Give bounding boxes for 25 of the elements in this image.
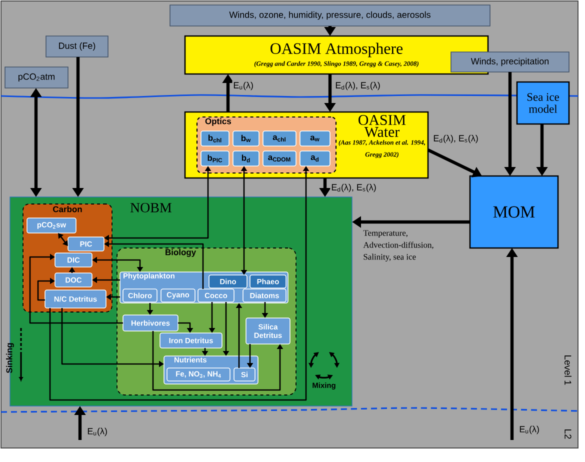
arrow	[58, 233, 68, 246]
model-box: MOM	[469, 175, 559, 249]
edge-label: E$_{u}$(λ)	[232, 80, 254, 92]
parameter-cell: a$_{CDOM}$	[262, 150, 296, 166]
parameter-cell: a$_{chl}$	[262, 130, 296, 146]
edge-label: Temperature, Advection-diffusion, Salinity, sea ice	[363, 230, 434, 262]
edge-label: E$_{u}$(λ)	[518, 424, 540, 436]
edge-label: E$_{d}$(λ), E$_{s}$(λ)	[432, 134, 480, 144]
input-box: pCO$_{2}$atm	[4, 66, 68, 88]
input-box: Winds, ozone, humidity, pressure, clouds, aerosols	[170, 4, 490, 26]
label: L2	[564, 430, 572, 439]
arrow	[29, 254, 123, 324]
label: Level 1	[564, 356, 572, 385]
edge-label: E$_{d}$(λ), E$_{s}$(λ)	[330, 182, 378, 194]
edge-label: E$_{u}$(λ)	[86, 426, 108, 438]
model-box: Sea ice model	[516, 81, 570, 125]
parameter-cell: b$_{w}$	[232, 130, 260, 146]
parameter-cell: a$_{d}$	[300, 150, 330, 166]
parameter-cell: b$_{chl}$	[200, 130, 230, 146]
parameter-cell: b$_{PIC}$	[200, 150, 230, 166]
input-box: Dust (Fe)	[46, 36, 108, 58]
edge-label: E$_{d}$(λ), E$_{s}$(λ)	[334, 80, 382, 92]
parameter-cell: b$_{d}$	[232, 150, 260, 166]
parameter-cell: a$_{w}$	[300, 130, 330, 146]
input-box: Winds, precipitation	[450, 52, 570, 72]
